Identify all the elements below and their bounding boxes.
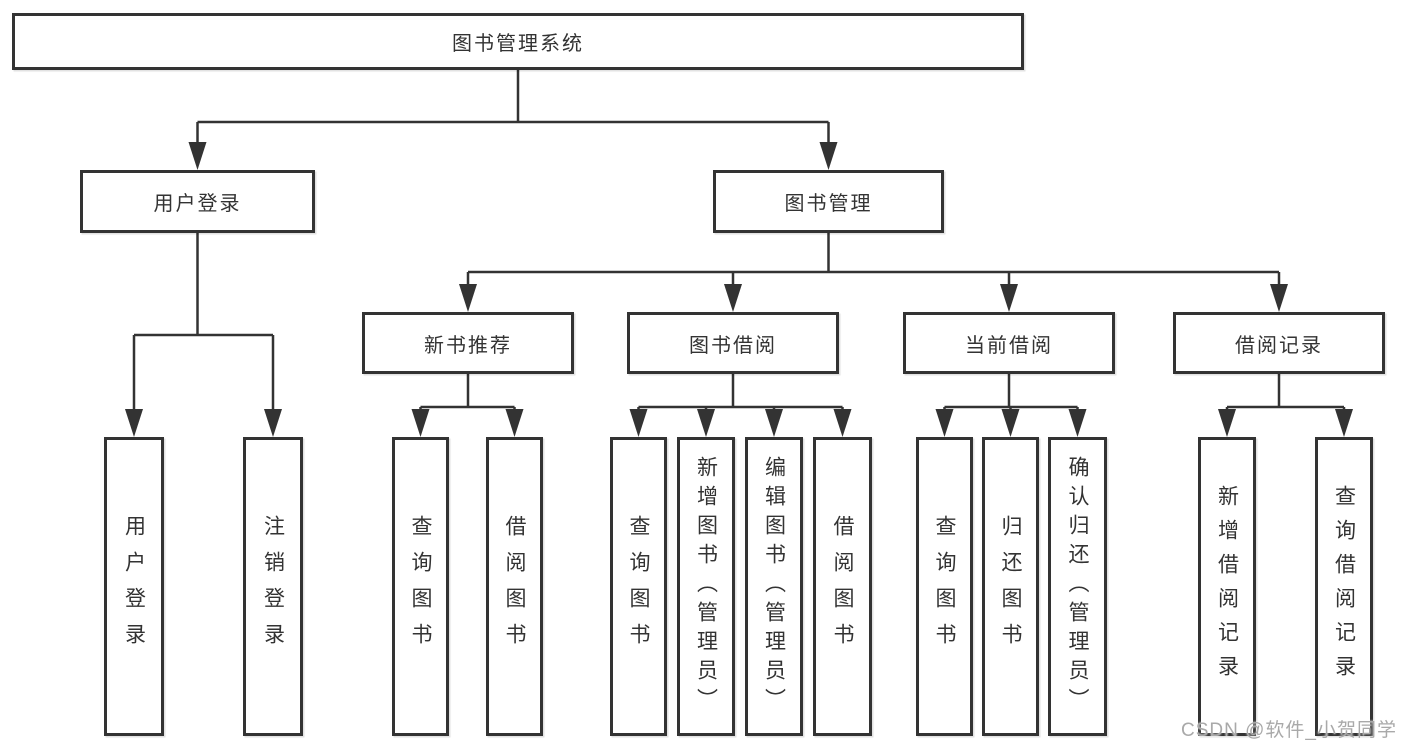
node-label: 借阅记录: [1235, 334, 1323, 357]
leaf-query-books-recommend: 查询图书: [392, 437, 449, 736]
node-book-management-branch: 图书管理: [713, 170, 944, 233]
node-label: 确认归还（管理员）: [1066, 456, 1089, 717]
node-label: 查询图书: [933, 514, 956, 659]
node-label: 查询图书: [627, 514, 650, 659]
node-label: 查询借阅记录: [1332, 484, 1356, 689]
node-label: 归还图书: [999, 514, 1022, 659]
leaf-borrow-books: 借阅图书: [813, 437, 872, 736]
leaf-edit-books-admin: 编辑图书（管理员）: [745, 437, 803, 736]
connector-borrow-records-to-children: [1218, 374, 1353, 437]
leaf-query-books-current: 查询图书: [916, 437, 973, 736]
leaf-query-books-borrow: 查询图书: [610, 437, 667, 736]
node-label: 查询图书: [409, 514, 432, 659]
leaf-logout: 注销登录: [243, 437, 303, 736]
node-label: 图书管理系统: [452, 33, 584, 55]
node-new-book-recommend: 新书推荐: [362, 312, 574, 374]
node-label: 编辑图书（管理员）: [762, 456, 786, 717]
leaf-return-books: 归还图书: [982, 437, 1039, 736]
node-label: 图书管理: [784, 193, 873, 215]
node-label: 当前借阅: [965, 334, 1053, 357]
connector-book-management-to-level3: [459, 233, 1288, 312]
watermark: CSDN @软件_小贺同学: [1181, 720, 1397, 741]
leaf-add-borrow-record: 新增借阅记录: [1198, 437, 1256, 736]
node-label: 新增图书（管理员）: [694, 456, 718, 717]
leaf-add-books-admin: 新增图书（管理员）: [677, 437, 735, 736]
node-borrow-records: 借阅记录: [1173, 312, 1385, 374]
connector-new-book-recommend-to-children: [411, 374, 524, 437]
node-label: 借阅图书: [831, 514, 854, 659]
leaf-confirm-return-admin: 确认归还（管理员）: [1048, 437, 1107, 736]
node-library-management-system: 图书管理系统: [12, 13, 1024, 70]
node-label: 图书借阅: [689, 334, 777, 357]
node-book-borrow: 图书借阅: [627, 312, 839, 374]
node-current-borrow: 当前借阅: [903, 312, 1115, 374]
node-label: 新书推荐: [424, 334, 512, 357]
node-label: 借阅图书: [503, 514, 526, 659]
node-label: 新增借阅记录: [1215, 484, 1239, 689]
connector-current-borrow-to-children: [935, 374, 1087, 437]
node-label: 用户登录: [153, 193, 242, 215]
node-label: 注销登录: [261, 514, 285, 659]
connector-user-login-to-children: [125, 233, 282, 437]
leaf-user-login: 用户登录: [104, 437, 164, 736]
leaf-borrow-books-recommend: 借阅图书: [486, 437, 543, 736]
node-user-login-branch: 用户登录: [80, 170, 315, 233]
node-label: 用户登录: [122, 514, 146, 659]
connector-book-borrow-to-children: [629, 374, 852, 437]
connector-root-to-level2: [188, 70, 838, 170]
leaf-query-borrow-record: 查询借阅记录: [1315, 437, 1373, 736]
